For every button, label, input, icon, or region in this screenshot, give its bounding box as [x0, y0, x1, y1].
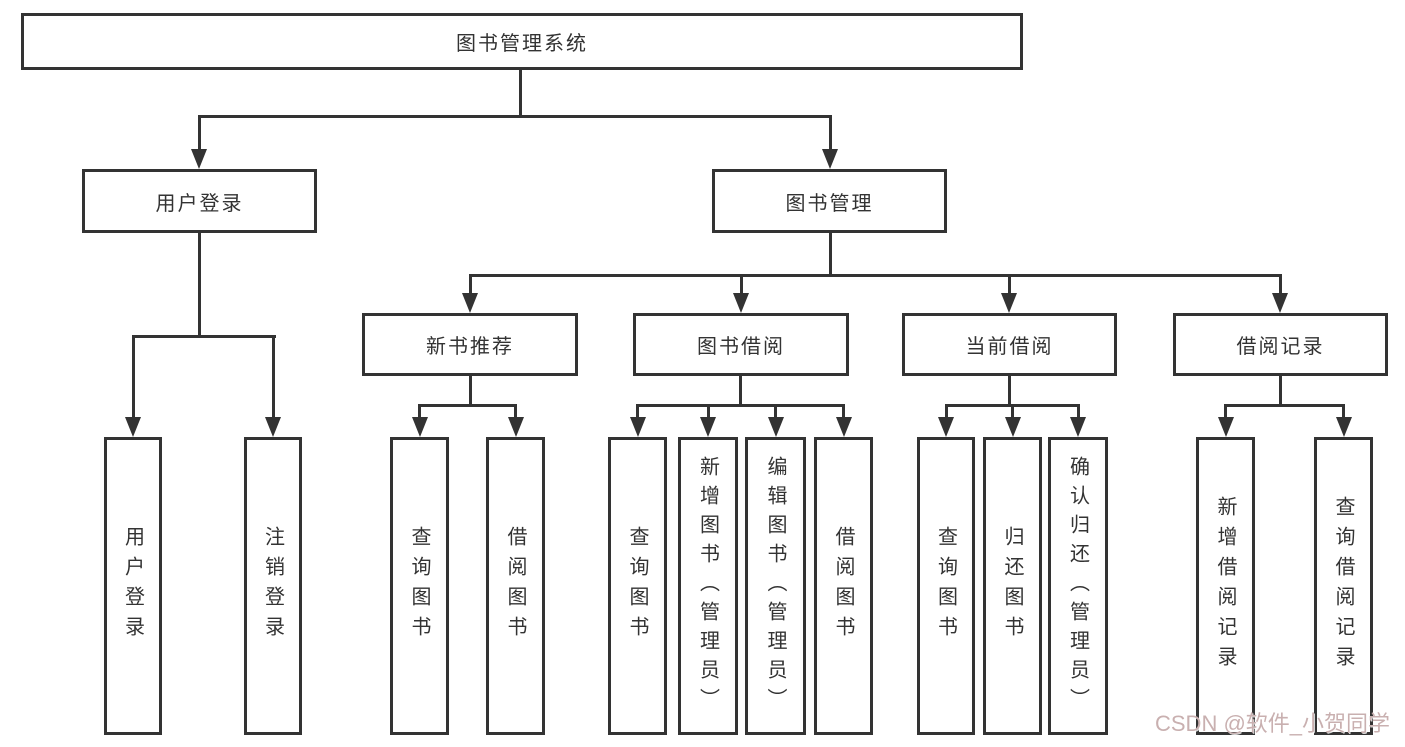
node-book-borrow: 图书借阅 — [633, 313, 849, 376]
arrow-down-icon — [1335, 417, 1352, 437]
node-bb-borrow-book-label: 借阅图书 — [832, 526, 854, 646]
connector-line — [1224, 404, 1227, 419]
connector-line — [1008, 376, 1011, 407]
node-user-login: 用户登录 — [82, 169, 317, 233]
arrow-down-icon — [1272, 293, 1288, 313]
node-borrow-records-label: 借阅记录 — [1236, 336, 1325, 358]
arrow-down-icon — [1004, 417, 1021, 437]
node-current-borrow-label: 当前借阅 — [965, 336, 1054, 358]
connector-line — [197, 233, 201, 338]
arrow-down-icon — [507, 417, 524, 437]
connector-line — [271, 335, 275, 419]
arrow-down-icon — [1070, 417, 1086, 437]
connector-line — [197, 114, 832, 118]
node-user-login-label: 用户登录 — [155, 192, 244, 215]
connector-line — [1011, 404, 1014, 419]
connector-line — [514, 404, 517, 419]
connector-line — [468, 274, 1282, 277]
connector-line — [418, 404, 517, 407]
node-leaf-user-login-label: 用户登录 — [121, 526, 144, 646]
connector-line — [1224, 404, 1345, 407]
node-cb-query-book: 查询图书 — [917, 437, 975, 735]
node-rec-query-book: 查询图书 — [390, 437, 449, 735]
node-cb-confirm-return-admin: 确认归还（管理员） — [1048, 437, 1108, 735]
node-leaf-logout: 注销登录 — [244, 437, 302, 735]
connector-line — [1278, 274, 1282, 295]
node-rec-query-book-label: 查询图书 — [408, 526, 430, 646]
arrow-down-icon — [700, 417, 716, 437]
arrow-down-icon — [462, 293, 478, 313]
node-cb-return-book: 归还图书 — [983, 437, 1042, 735]
connector-line — [842, 404, 845, 419]
node-book-management: 图书管理 — [712, 169, 947, 233]
csdn-watermark: CSDN @软件_小贺同学 — [1155, 711, 1391, 736]
node-bb-add-book-admin: 新增图书（管理员） — [678, 437, 738, 735]
arrow-down-icon — [733, 293, 749, 313]
connector-line — [739, 274, 743, 295]
connector-line — [1279, 376, 1282, 407]
node-br-query-record-label: 查询借阅记录 — [1332, 496, 1354, 676]
arrow-down-icon — [411, 417, 428, 437]
node-new-book-recommend: 新书推荐 — [362, 313, 578, 376]
node-library-system-label: 图书管理系统 — [456, 33, 588, 55]
node-cb-return-book-label: 归还图书 — [1001, 526, 1023, 646]
node-borrow-records: 借阅记录 — [1173, 313, 1388, 376]
node-br-query-record: 查询借阅记录 — [1314, 437, 1373, 735]
connector-line — [131, 335, 276, 338]
connector-line — [944, 404, 948, 419]
connector-line — [418, 404, 421, 419]
connector-line — [739, 376, 742, 407]
connector-line — [828, 114, 832, 151]
node-bb-add-book-admin-label: 新增图书（管理员） — [696, 455, 719, 717]
arrow-down-icon — [767, 417, 784, 437]
connector-line — [197, 114, 201, 151]
node-br-add-record: 新增借阅记录 — [1196, 437, 1255, 735]
node-rec-borrow-book-label: 借阅图书 — [504, 526, 526, 646]
node-bb-query-book: 查询图书 — [608, 437, 667, 735]
arrow-down-icon — [125, 417, 141, 437]
arrow-down-icon — [938, 417, 954, 437]
node-new-book-recommend-label: 新书推荐 — [426, 336, 514, 358]
arrow-down-icon — [835, 417, 852, 437]
arrow-down-icon — [1217, 417, 1234, 437]
arrow-down-icon — [1001, 293, 1017, 313]
node-cb-confirm-return-admin-label: 确认归还（管理员） — [1066, 455, 1089, 717]
node-bb-borrow-book: 借阅图书 — [814, 437, 873, 735]
node-bb-query-book-label: 查询图书 — [626, 526, 648, 646]
connector-line — [636, 404, 639, 419]
arrow-down-icon — [822, 149, 838, 169]
connector-line — [828, 233, 832, 277]
connector-line — [1007, 274, 1011, 295]
node-book-management-label: 图书管理 — [785, 192, 874, 215]
connector-line — [706, 404, 710, 419]
connector-line — [636, 404, 845, 407]
node-library-system: 图书管理系统 — [21, 13, 1023, 70]
node-br-add-record-label: 新增借阅记录 — [1214, 496, 1236, 676]
node-leaf-logout-label: 注销登录 — [261, 526, 284, 646]
connector-line — [774, 404, 777, 419]
node-rec-borrow-book: 借阅图书 — [486, 437, 545, 735]
connector-line — [1342, 404, 1345, 419]
node-book-borrow-label: 图书借阅 — [697, 336, 785, 358]
arrow-down-icon — [265, 417, 281, 437]
connector-line — [131, 335, 135, 419]
connector-line — [468, 376, 472, 407]
connector-line — [468, 274, 472, 295]
arrow-down-icon — [629, 417, 646, 437]
connector-line — [1076, 404, 1080, 419]
node-bb-edit-book-admin-label: 编辑图书（管理员） — [764, 455, 786, 717]
node-current-borrow: 当前借阅 — [902, 313, 1117, 376]
arrow-down-icon — [191, 149, 207, 169]
node-cb-query-book-label: 查询图书 — [934, 526, 957, 646]
connector-line — [519, 70, 522, 117]
node-leaf-user-login: 用户登录 — [104, 437, 162, 735]
node-bb-edit-book-admin: 编辑图书（管理员） — [745, 437, 806, 735]
